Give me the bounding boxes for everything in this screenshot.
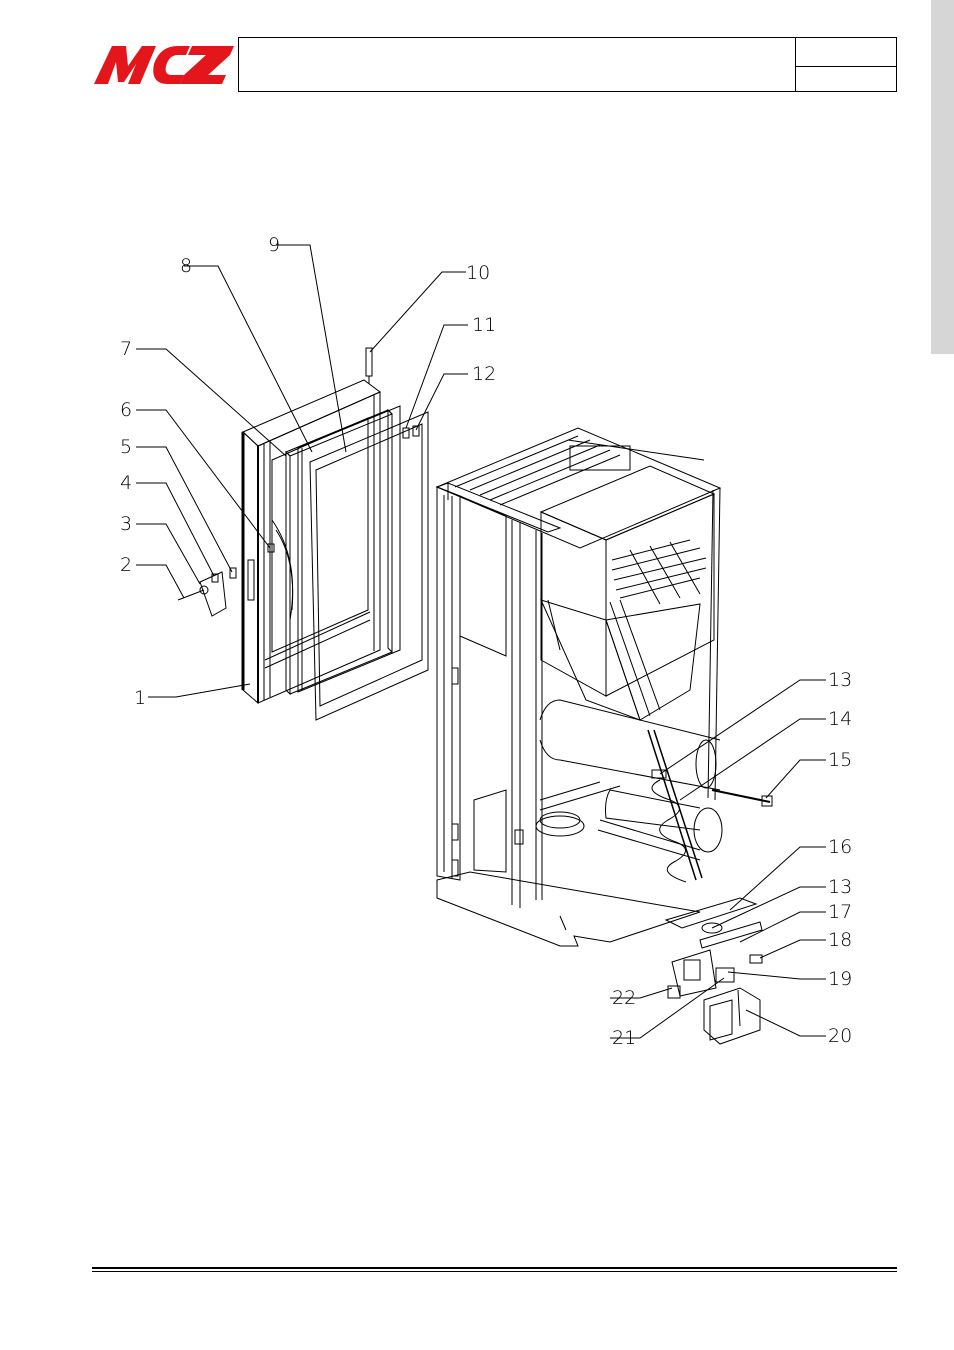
callout-6: 6 <box>120 399 132 421</box>
header-divider <box>795 38 796 91</box>
callout-20: 20 <box>828 1025 852 1047</box>
callout-2: 2 <box>120 554 132 576</box>
callout-17: 17 <box>828 901 852 923</box>
callout-15: 15 <box>828 749 852 771</box>
callout-22: 22 <box>612 987 636 1009</box>
callout-19: 19 <box>828 968 852 990</box>
auger-assembly <box>647 729 773 1045</box>
callout-labels: 1 2 3 4 5 6 7 8 9 10 11 12 13 14 15 16 1… <box>120 234 852 1049</box>
mcz-logo <box>94 46 234 84</box>
header-divider <box>796 66 896 67</box>
callout-11: 11 <box>472 314 496 336</box>
stove-body <box>435 427 723 947</box>
callout-3: 3 <box>120 513 132 535</box>
callout-1: 1 <box>134 687 146 709</box>
glass-frame <box>309 411 429 721</box>
section-tab <box>931 0 954 354</box>
callout-18: 18 <box>828 929 852 951</box>
callout-13: 13 <box>828 669 852 691</box>
door-glass <box>297 405 401 693</box>
door-handle-parts <box>177 347 420 617</box>
callout-13b: 13 <box>828 876 852 898</box>
callout-7: 7 <box>120 338 132 360</box>
callout-8: 8 <box>180 255 192 277</box>
door-frame <box>241 379 381 705</box>
header-box <box>238 37 897 92</box>
callout-14: 14 <box>828 708 852 730</box>
callout-4: 4 <box>120 472 132 494</box>
footer-rule <box>92 1271 897 1272</box>
door-gasket <box>285 408 393 696</box>
callout-10: 10 <box>466 262 490 284</box>
callout-16: 16 <box>828 836 852 858</box>
footer-rule <box>92 1267 897 1269</box>
callout-21: 21 <box>612 1027 636 1049</box>
callout-5: 5 <box>120 436 132 458</box>
leader-lines <box>136 244 826 1039</box>
callout-9: 9 <box>268 234 280 256</box>
callout-12: 12 <box>472 363 496 385</box>
